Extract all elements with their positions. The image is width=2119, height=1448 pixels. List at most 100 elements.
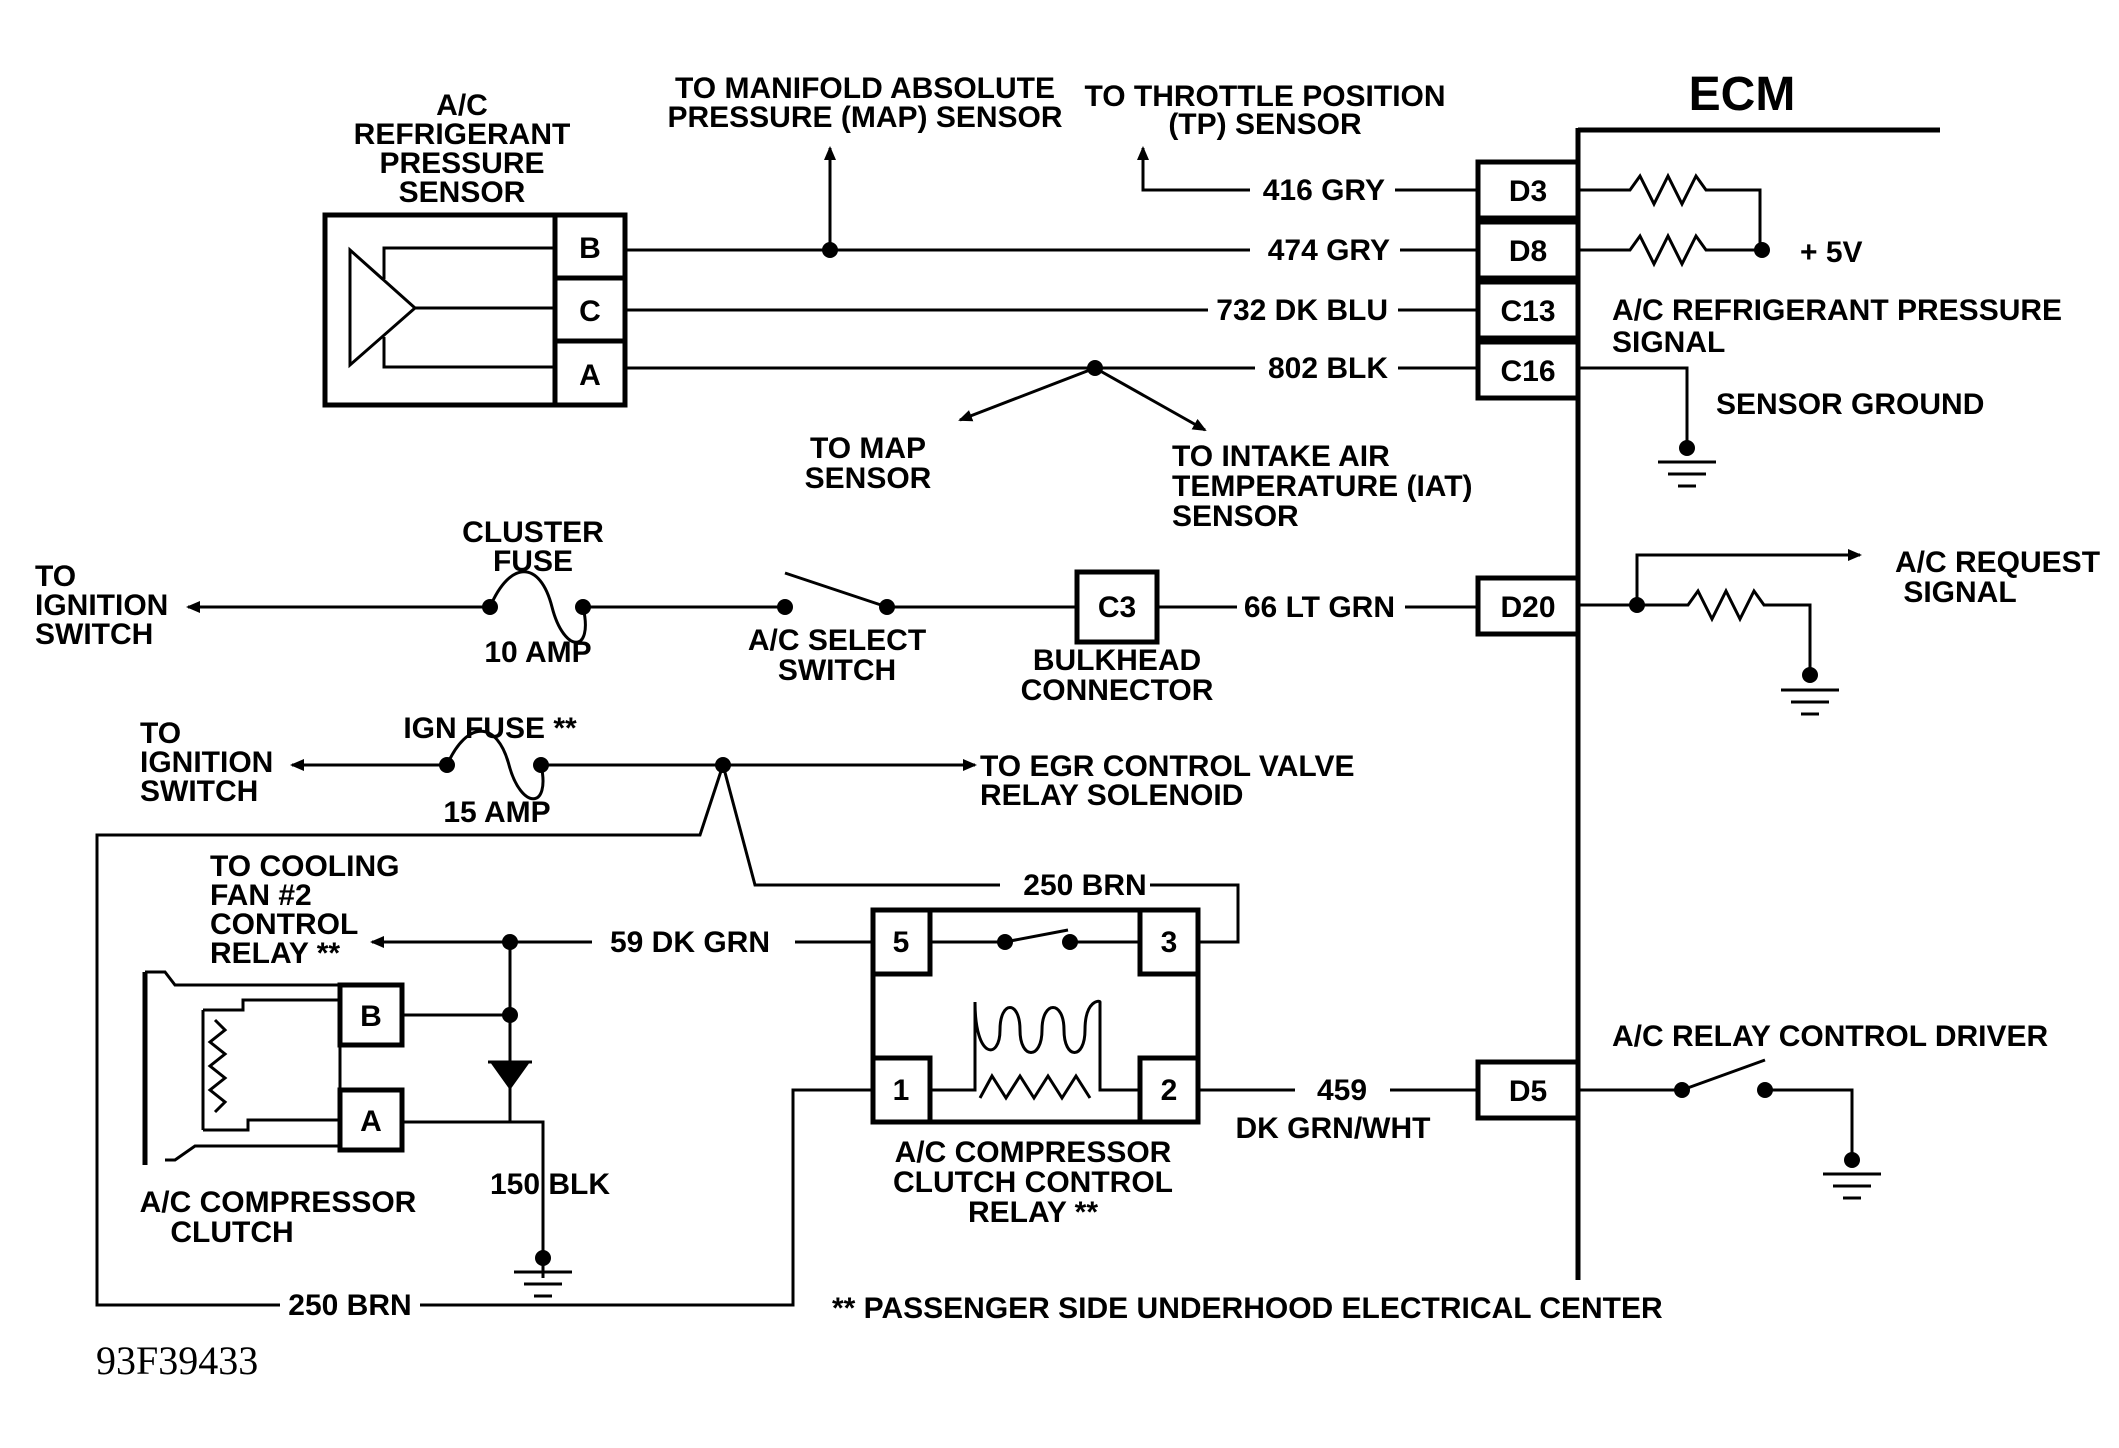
label-ac-ref-signal-1: A/C REFRIGERANT PRESSURE [1612,294,2062,327]
sensor-pin-a-box [552,338,628,408]
sensor-title-2: REFRIGERANT [354,118,571,151]
wire-416-label: 416 GRY [1263,174,1385,207]
diode-triangle-icon [490,1062,530,1090]
relay-pin-3: 3 [1161,926,1178,959]
label-to-ign-2-c: SWITCH [140,775,258,808]
label-bulkhead-2: CONNECTOR [1021,674,1214,707]
sensor-title-1: A/C [436,89,488,122]
label-to-tp-1: TO THROTTLE POSITION [1084,80,1445,113]
label-10amp: 10 AMP [484,636,591,669]
wire-732-label: 732 DK BLU [1216,294,1388,327]
sensor-title-3: PRESSURE [379,147,544,180]
wire-66-label: 66 LT GRN [1244,591,1395,624]
ac-refrigerant-pressure-sensor: A/C REFRIGERANT PRESSURE SENSOR B C A [322,89,628,408]
driver-switch-blade [1681,1058,1766,1092]
label-ac-ref-signal-2: SIGNAL [1612,326,1725,359]
relay-pin-3-box [1137,907,1201,977]
wire-250-bottom-right [420,1088,873,1307]
wire-250-bottom-left [95,764,725,1307]
label-relay-3: RELAY ** [968,1196,1098,1229]
wire-sensor-ground [1578,366,1689,448]
wire-driver-ground [1765,1088,1854,1160]
wire-59-label: 59 DK GRN [610,926,770,959]
sensor-pin-c: C [579,295,601,328]
label-to-egr-1: TO EGR CONTROL VALVE [980,750,1354,783]
resistor-d20 [1637,587,1812,675]
figure-id: 93F39433 [96,1338,258,1383]
wire-250-top-label: 250 BRN [1023,869,1146,902]
clutch-inner-a [203,1118,340,1132]
relay-coil-wire-l [930,1002,977,1092]
label-to-ign-1-c: SWITCH [35,618,153,651]
resistor-d3 [1578,172,1762,250]
label-to-map-1: TO MAP [810,432,926,465]
driver-ground-node [1844,1152,1860,1168]
label-to-iat-3: SENSOR [1172,500,1299,533]
relay-circuit: TO IGNITION SWITCH IGN FUSE ** 15 AMP TO… [95,712,1478,1322]
clutch-pin-b: B [360,1000,382,1033]
label-ign-fuse: IGN FUSE ** [403,712,577,745]
relay-coil-icon [973,999,1102,1054]
sensor-pin-a: A [579,359,601,392]
label-relay-2: CLUTCH CONTROL [893,1166,1173,1199]
label-to-tp-2: (TP) SENSOR [1168,108,1362,141]
cluster-fuse-icon [488,570,587,644]
arrow-to-iat [1094,366,1207,432]
supply-5v-node [1754,242,1770,258]
arrow-to-map [958,366,1096,422]
label-to-map-abs-1: TO MANIFOLD ABSOLUTE [675,72,1055,105]
label-clutch-1: A/C COMPRESSOR [140,1186,417,1219]
sensor-pin-c-box [552,275,628,344]
relay-resistor-icon [978,1073,1092,1101]
c3-label: C3 [1098,591,1136,624]
ecm-title: ECM [1689,68,1796,121]
label-to-ign-2-b: IGNITION [140,746,273,779]
relay-pin-1-box [870,1055,933,1125]
label-to-map-abs-2: PRESSURE (MAP) SENSOR [667,101,1062,134]
pin-d5: D5 [1509,1075,1547,1108]
wire-250-top-left [721,764,1000,887]
label-to-iat-2: TEMPERATURE (IAT) [1172,470,1473,503]
label-to-ign-1-b: IGNITION [35,589,168,622]
clutch-ground-node [535,1250,551,1266]
clutch-inner-b [203,998,340,1012]
label-cluster-fuse-1: CLUSTER [462,516,604,549]
sensor-internal-b [382,246,555,279]
ac-select-contact-1 [777,599,793,615]
arrow-ac-request [1635,549,1862,605]
label-ac-request-1: A/C REQUEST [1895,546,2100,579]
pin-d20: D20 [1500,591,1555,624]
label-to-ign-2-a: TO [140,717,181,750]
label-bulkhead-1: BULKHEAD [1033,644,1201,677]
wire-459-label: 459 [1317,1074,1367,1107]
sensor-ground-node [1679,440,1695,456]
ecm-internal-circuits: + 5V A/C REFRIGERANT PRESSURE SIGNAL SEN… [1578,172,2100,1200]
wire-459-color: DK GRN/WHT [1236,1112,1431,1145]
label-ac-select-2: SWITCH [778,654,896,687]
label-plus5v: + 5V [1800,236,1863,269]
relay-pin-1: 1 [893,1074,910,1107]
pin-d20-box [1475,575,1581,637]
clutch-pin-b-box [337,982,405,1048]
label-ac-select-1: A/C SELECT [748,624,926,657]
relay-pin-5: 5 [893,926,910,959]
label-to-iat-1: TO INTAKE AIR [1172,440,1390,473]
label-clutch-2: CLUTCH [170,1216,293,1249]
clutch-coil-icon [207,1018,228,1114]
wire-150 [400,1120,545,1278]
resistor-d8 [1578,232,1762,268]
sensor-wiring: TO MANIFOLD ABSOLUTE PRESSURE (MAP) SENS… [625,72,1478,533]
sensor-pin-b: B [579,232,601,265]
wire-150-label: 150 BLK [490,1168,610,1201]
wire-250-bottom-label: 250 BRN [288,1289,411,1322]
label-to-ign-1-a: TO [35,560,76,593]
clutch-pin-a: A [360,1105,382,1138]
label-to-fan-3: CONTROL [210,908,358,941]
sensor-title-4: SENSOR [399,176,526,209]
pin-c13-box [1475,279,1581,341]
label-cluster-fuse-2: FUSE [493,545,573,578]
wire-474-label: 474 GRY [1268,234,1390,267]
ecm-pins: D3 D8 C13 C16 D20 D5 [1475,159,1581,1121]
label-to-egr-2: RELAY SOLENOID [980,779,1243,812]
request-ground-node [1802,667,1818,683]
